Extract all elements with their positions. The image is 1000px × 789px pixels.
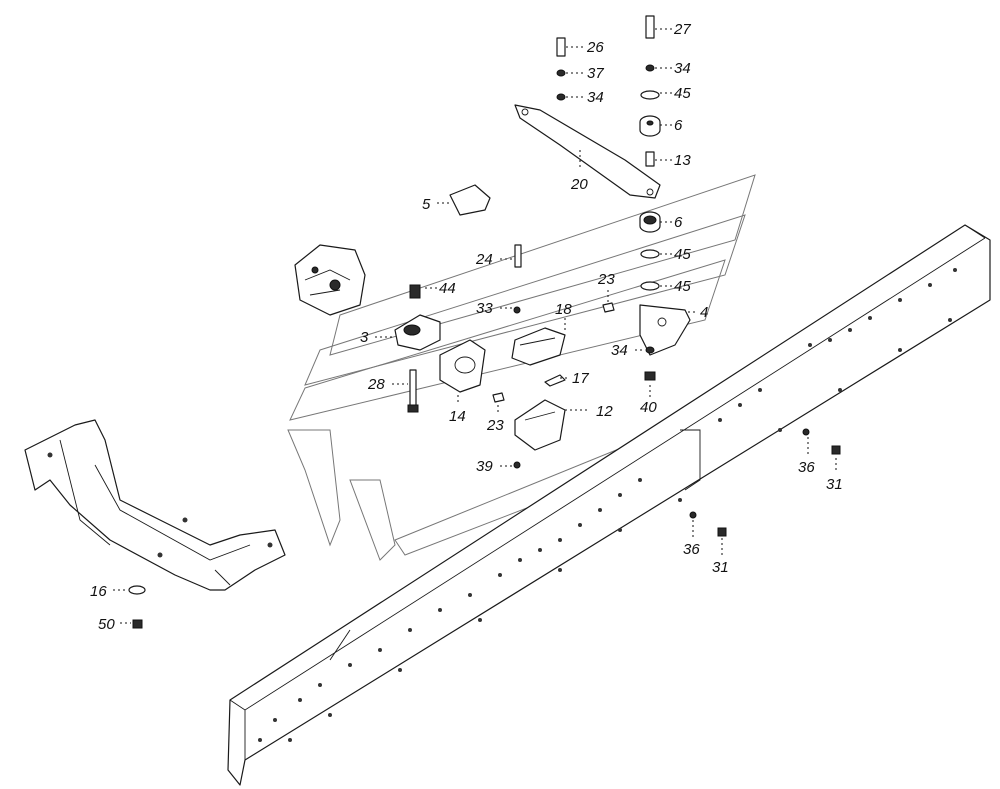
callout-34: 34 [587, 89, 604, 106]
callout-18: 18 [555, 301, 572, 318]
callout-4: 4 [700, 304, 708, 321]
callout-34: 34 [674, 60, 691, 77]
right-column-hardware [639, 15, 661, 381]
ghost-crossmember-outline [287, 174, 756, 561]
bracket-12 [514, 399, 566, 451]
clip-17 [544, 374, 566, 387]
callout-34: 34 [611, 342, 628, 359]
callout-labels: 26 37 34 27 34 45 6 13 20 5 6 45 24 45 2… [90, 21, 843, 633]
callout-6: 6 [674, 214, 683, 231]
callout-5: 5 [422, 196, 431, 213]
callout-13: 13 [674, 152, 691, 169]
callout-36: 36 [683, 541, 700, 558]
frame-rail-holes [258, 268, 957, 742]
cushion-3 [394, 314, 441, 351]
callout-45: 45 [674, 85, 691, 102]
callout-28: 28 [367, 376, 385, 393]
callout-44: 44 [439, 280, 456, 297]
callout-45: 45 [674, 278, 691, 295]
callout-31: 31 [712, 559, 729, 576]
callout-27: 27 [673, 21, 691, 38]
bracket-5 [449, 184, 491, 216]
callout-37: 37 [587, 65, 604, 82]
callout-16: 16 [90, 583, 107, 600]
left-column-hardware [556, 37, 566, 101]
frame-side-rail [227, 224, 991, 786]
callout-40: 40 [640, 399, 657, 416]
leader-lines [113, 28, 837, 624]
callout-33: 33 [476, 300, 493, 317]
strap-20 [514, 104, 661, 199]
callout-36: 36 [798, 459, 815, 476]
callout-39: 39 [476, 458, 493, 475]
callout-12: 12 [596, 403, 613, 420]
callout-24: 24 [475, 251, 493, 268]
misc-fasteners [128, 244, 841, 629]
callout-26: 26 [586, 39, 604, 56]
callout-3: 3 [360, 329, 369, 346]
callout-6: 6 [674, 117, 683, 134]
callout-20: 20 [570, 176, 588, 193]
front-crossmember [24, 419, 286, 591]
callout-14: 14 [449, 408, 466, 425]
callout-17: 17 [572, 370, 589, 387]
callout-31: 31 [826, 476, 843, 493]
callout-45: 45 [674, 246, 691, 263]
engine-mount-block [294, 244, 366, 316]
callout-23: 23 [597, 271, 615, 288]
bracket-14 [439, 339, 486, 393]
callout-50: 50 [98, 616, 115, 633]
bracket-18 [511, 327, 566, 366]
callout-23: 23 [486, 417, 504, 434]
plate-4 [639, 304, 691, 356]
